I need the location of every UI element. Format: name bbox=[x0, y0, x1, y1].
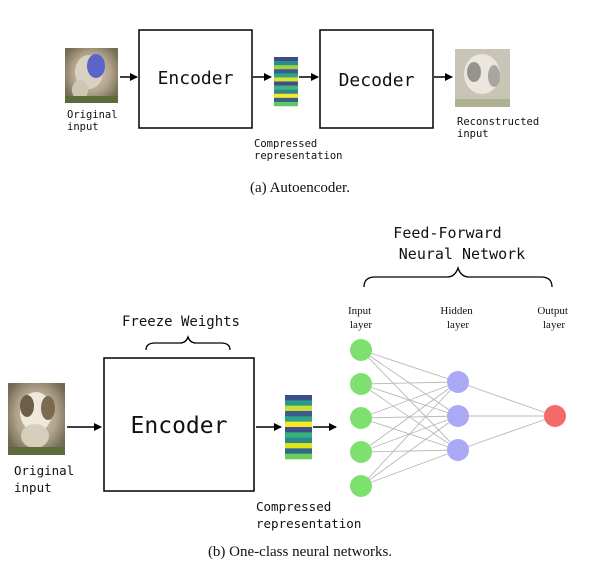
code-b-cell bbox=[285, 416, 312, 422]
code-a-cell bbox=[274, 101, 298, 107]
code-a-cell bbox=[274, 81, 298, 86]
caption-b: (b) One-class neural networks. bbox=[208, 544, 392, 560]
freeze-weights-label: Freeze Weights bbox=[122, 314, 240, 330]
network-edge bbox=[360, 381, 459, 487]
original-input-label-b: Original input bbox=[14, 463, 82, 495]
code-b-cell bbox=[285, 400, 312, 406]
code-a-cell bbox=[274, 57, 298, 62]
encoder-label-b: Encoder bbox=[131, 413, 228, 439]
reconstructed-input-label: Reconstructed input bbox=[457, 116, 546, 140]
network-edge bbox=[360, 449, 459, 487]
encoder-label-a: Encoder bbox=[158, 68, 234, 89]
network-edge bbox=[360, 381, 459, 419]
feed-forward-network-title: Feed-Forward Neural Network bbox=[393, 224, 525, 263]
output-layer-label: Output layer bbox=[537, 305, 570, 331]
output-node bbox=[544, 405, 566, 427]
code-b-cell bbox=[285, 411, 312, 417]
code-a-cell bbox=[274, 65, 298, 70]
input-node bbox=[350, 407, 372, 429]
input-node bbox=[350, 373, 372, 395]
code-a-cell bbox=[274, 73, 298, 78]
code-b-cell bbox=[285, 421, 312, 428]
network-connections bbox=[360, 349, 556, 487]
network-edge bbox=[457, 381, 556, 417]
original-input-label-a: Original input bbox=[67, 109, 124, 133]
code-a-cell bbox=[274, 93, 298, 99]
code-b-cell bbox=[285, 395, 312, 401]
network-edge bbox=[360, 381, 459, 453]
code-b-cell bbox=[285, 453, 312, 460]
compressed-representation-block-a bbox=[274, 57, 298, 107]
network-brace bbox=[363, 265, 553, 288]
reconstructed-image-thumbnail bbox=[455, 49, 510, 107]
hidden-layer-label: Hidden layer bbox=[440, 305, 475, 331]
network-edge bbox=[360, 349, 459, 383]
network-nodes bbox=[350, 339, 566, 497]
original-image-thumbnail-b bbox=[8, 383, 65, 455]
code-b-cell bbox=[285, 443, 312, 449]
original-image-thumbnail-a bbox=[65, 48, 118, 103]
code-a-cell bbox=[274, 89, 298, 95]
encoder-box-b bbox=[103, 357, 255, 492]
code-a-cell bbox=[274, 61, 298, 66]
hidden-node bbox=[447, 439, 469, 461]
code-b-cell bbox=[285, 448, 312, 454]
freeze-weights-brace bbox=[145, 334, 231, 351]
encoder-box-a bbox=[138, 29, 253, 129]
input-node bbox=[350, 441, 372, 463]
decoder-label-a: Decoder bbox=[339, 70, 415, 91]
compressed-representation-label-a: Compressed representation bbox=[254, 138, 343, 162]
input-node bbox=[350, 475, 372, 497]
code-a-cell bbox=[274, 85, 298, 90]
network-edge bbox=[360, 381, 459, 385]
compressed-representation-label-b: Compressed representation bbox=[256, 499, 361, 531]
network-edge bbox=[360, 415, 459, 487]
code-b-cell bbox=[285, 437, 312, 444]
network-edge bbox=[457, 415, 556, 451]
compressed-representation-block-b bbox=[285, 395, 312, 460]
code-b-cell bbox=[285, 432, 312, 438]
input-layer-label: Input layer bbox=[348, 305, 374, 331]
decoder-box-a bbox=[319, 29, 434, 129]
code-a-cell bbox=[274, 97, 298, 103]
caption-a: (a) Autoencoder. bbox=[250, 180, 350, 196]
code-b-cell bbox=[285, 427, 312, 433]
code-a-cell bbox=[274, 69, 298, 74]
code-b-cell bbox=[285, 405, 312, 412]
panel-b: Original input Freeze Weights Encoder Co… bbox=[8, 224, 570, 560]
hidden-node bbox=[447, 405, 469, 427]
code-a-cell bbox=[274, 77, 298, 82]
hidden-node bbox=[447, 371, 469, 393]
input-node bbox=[350, 339, 372, 361]
panel-a: Original input Encoder Compressed repres… bbox=[65, 29, 546, 196]
